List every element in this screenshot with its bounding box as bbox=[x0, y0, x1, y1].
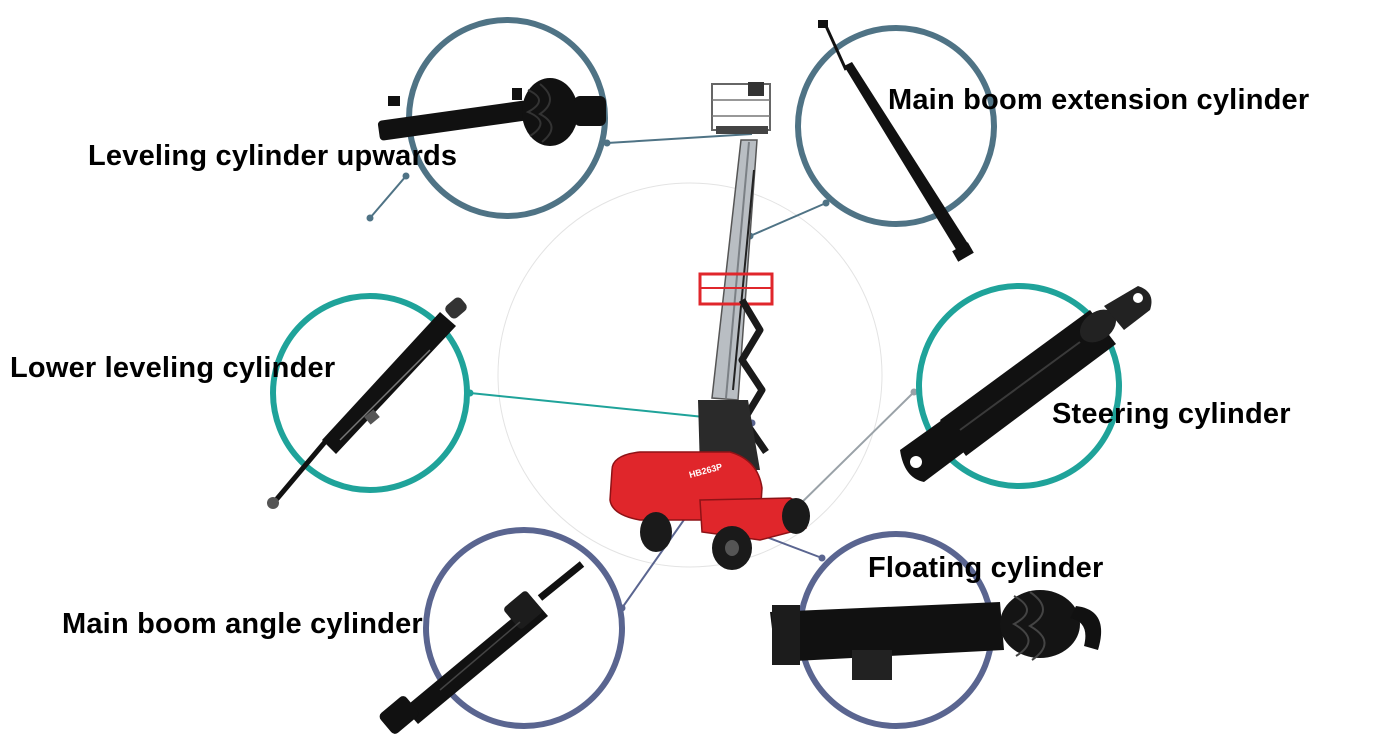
main-boom bbox=[711, 139, 758, 401]
wheel-hub bbox=[725, 540, 739, 556]
boom-lift-machine: HB263P bbox=[609, 82, 810, 570]
background-circle bbox=[497, 182, 883, 568]
connector-leveling-upwards-tail bbox=[369, 175, 407, 219]
boom-hose bbox=[732, 169, 755, 391]
connector-dot bbox=[910, 388, 918, 396]
wheel-front-left bbox=[640, 512, 672, 552]
connector-dot bbox=[822, 199, 830, 207]
steering-ring bbox=[916, 283, 1122, 489]
connector-dot bbox=[402, 172, 410, 180]
main-boom-angle-cylinder-group bbox=[379, 527, 625, 734]
platform-control-box bbox=[748, 82, 764, 96]
lower-leveling-ring bbox=[270, 293, 470, 493]
platform-floor bbox=[716, 126, 768, 134]
wheel-rear bbox=[782, 498, 810, 534]
label-steering-cylinder: Steering cylinder bbox=[1052, 398, 1291, 430]
connector-dot bbox=[818, 554, 826, 562]
main-boom-extension-cylinder-image bbox=[818, 20, 974, 262]
boom-edge bbox=[725, 141, 750, 399]
steering-cylinder-image bbox=[900, 286, 1152, 482]
connector-main-boom-extension bbox=[749, 202, 827, 237]
connector-leveling-upwards bbox=[606, 133, 753, 144]
steering-cylinder-group bbox=[900, 283, 1152, 489]
connector-steering bbox=[789, 391, 915, 515]
floating-cylinder-image bbox=[770, 590, 1102, 680]
lower-leveling-cylinder-group bbox=[267, 293, 470, 509]
leveling-upwards-cylinder-image bbox=[377, 78, 606, 146]
connector-lower-leveling bbox=[469, 392, 705, 418]
label-main-boom-angle-cylinder: Main boom angle cylinder bbox=[62, 608, 423, 640]
floating-cylinder-group bbox=[770, 531, 1102, 729]
main-boom-extension-cylinder-group bbox=[795, 20, 997, 262]
leveling-upwards-cylinder-group bbox=[377, 17, 608, 219]
label-lower-leveling-cylinder: Lower leveling cylinder bbox=[10, 352, 336, 384]
lower-leveling-cylinder-image bbox=[267, 297, 467, 509]
label-main-boom-extension-cylinder: Main boom extension cylinder bbox=[888, 84, 1310, 116]
label-leveling-cylinder-upwards: Leveling cylinder upwards bbox=[88, 140, 458, 172]
connector-dot bbox=[366, 214, 374, 222]
main-boom-angle-ring bbox=[423, 527, 625, 729]
main-boom-angle-cylinder-image bbox=[379, 561, 585, 734]
main-boom-extension-ring bbox=[795, 25, 997, 227]
label-floating-cylinder: Floating cylinder bbox=[868, 552, 1104, 584]
